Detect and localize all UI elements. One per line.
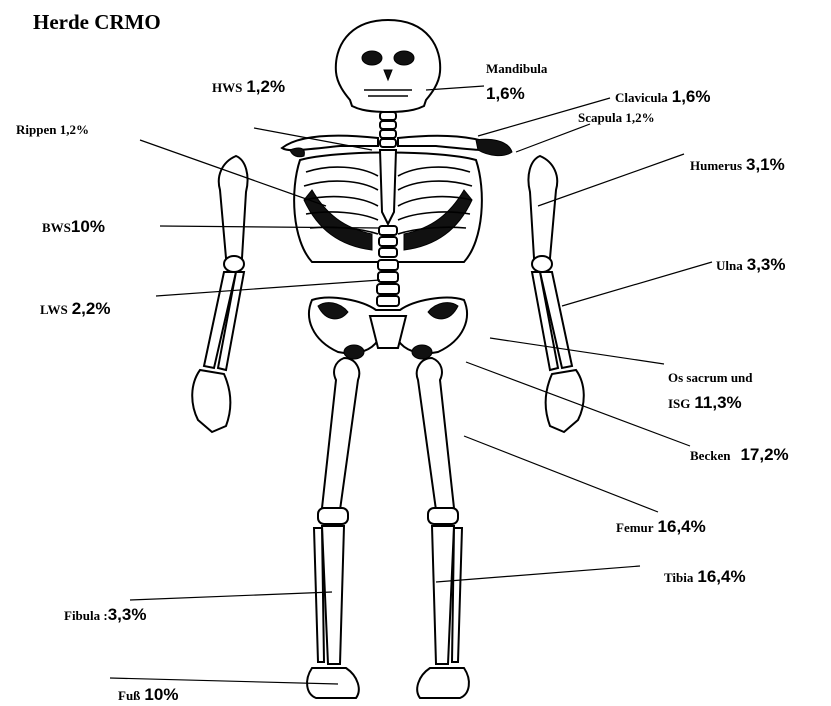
label-name: HWS xyxy=(212,80,242,95)
left-leg xyxy=(307,358,359,698)
label-humerus: Humerus 3,1% xyxy=(690,156,785,174)
label-name: Fuß xyxy=(118,688,140,703)
label-value: 11,3% xyxy=(694,393,741,412)
leader-scapula xyxy=(516,124,590,152)
label-rippen: Rippen 1,2% xyxy=(16,122,89,138)
label-name: Clavicula xyxy=(615,90,668,105)
leader-lws xyxy=(156,280,380,296)
label-name: Ulna xyxy=(716,258,743,273)
label-value: 3,1% xyxy=(746,155,785,174)
left-arm xyxy=(192,156,247,432)
label-fibula: Fibula :3,3% xyxy=(64,606,146,624)
label-value: 1,6% xyxy=(486,85,547,102)
skull xyxy=(336,20,440,112)
label-name: LWS xyxy=(40,302,68,317)
label-name: Femur xyxy=(616,520,654,535)
right-leg xyxy=(417,358,469,698)
label-lws: LWS 2,2% xyxy=(40,300,110,318)
label-value: 16,4% xyxy=(697,567,745,586)
label-mandibula: Mandibula 1,6% xyxy=(486,62,547,102)
label-os-sacrum: Os sacrum und xyxy=(668,370,753,386)
label-value: 10% xyxy=(144,685,178,704)
leader-os-sacrum xyxy=(490,338,664,364)
label-clavicula: Clavicula 1,6% xyxy=(615,88,710,106)
label-isg: ISG 11,3% xyxy=(668,394,742,412)
leader-fuss xyxy=(110,678,338,684)
label-tibia: Tibia 16,4% xyxy=(664,568,746,586)
cervical-spine xyxy=(380,112,396,147)
leader-ulna xyxy=(562,262,712,306)
label-name: Fibula : xyxy=(64,608,108,623)
label-name: BWS xyxy=(42,220,71,235)
label-name: Mandibula xyxy=(486,62,547,75)
label-name: Becken xyxy=(690,448,730,463)
spine xyxy=(377,226,399,306)
label-value: 2,2% xyxy=(72,299,111,318)
leader-femur xyxy=(464,436,658,512)
label-ulna: Ulna 3,3% xyxy=(716,256,785,274)
label-value: 16,4% xyxy=(658,517,706,536)
label-bws: BWS10% xyxy=(42,218,105,236)
label-value: 3,3% xyxy=(108,605,147,624)
leader-fibula xyxy=(130,592,332,600)
label-name: Scapula 1,2% xyxy=(578,110,655,125)
label-value: 1,6% xyxy=(672,87,711,106)
label-value: 17,2% xyxy=(740,445,788,464)
label-value: 3,3% xyxy=(747,255,786,274)
right-arm xyxy=(528,156,583,432)
leader-tibia xyxy=(436,566,640,582)
leader-humerus xyxy=(538,154,684,206)
label-name: Tibia xyxy=(664,570,693,585)
label-hws: HWS 1,2% xyxy=(212,78,285,96)
label-name: ISG xyxy=(668,396,690,411)
label-name: Humerus xyxy=(690,158,742,173)
label-femur: Femur 16,4% xyxy=(616,518,706,536)
label-fuss: Fuß 10% xyxy=(118,686,178,704)
label-becken: Becken 17,2% xyxy=(690,446,789,464)
label-scapula: Scapula 1,2% xyxy=(578,110,655,126)
label-value: 10% xyxy=(71,217,105,236)
label-name: Rippen 1,2% xyxy=(16,122,89,137)
label-value: 1,2% xyxy=(246,77,285,96)
label-name: Os sacrum und xyxy=(668,370,753,385)
diagram-title: Herde CRMO xyxy=(33,10,161,35)
